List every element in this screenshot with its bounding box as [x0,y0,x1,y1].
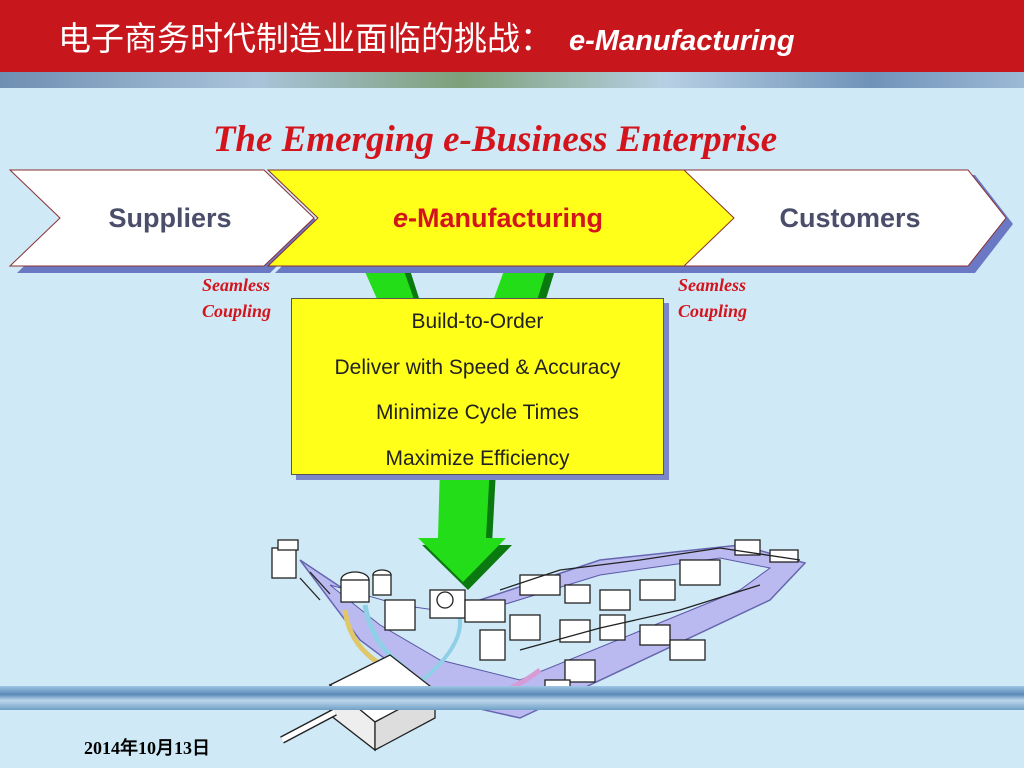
header-title-english: e-Manufacturing [569,25,795,57]
slide-date: 2014年10月13日 [84,738,210,758]
main-title: The Emerging e-Business Enterprise [212,119,778,160]
manufacturing-goals-box: Build-to-Order Deliver with Speed & Accu… [291,298,664,475]
suppliers-label: Suppliers [108,203,232,233]
suppliers-chevron [8,169,315,267]
header-title-chinese: 电子商务时代制造业面临的挑战： [58,19,553,58]
seamless-coupling-right: Seamless Coupling [678,272,747,324]
e-prefix: e [392,203,409,233]
goal-item: Minimize Cycle Times [375,401,580,424]
customers-label: Customers [779,203,921,233]
coupling-right-line1: Seamless [678,275,747,295]
customers-chevron [682,169,1007,267]
header-decorative-strip [0,72,1024,88]
coupling-right-line2: Coupling [678,301,748,321]
coupling-left-line2: Coupling [202,301,272,321]
header-bar [0,0,1024,72]
footer-decorative-strip [0,686,1024,710]
goal-item: Build-to-Order [411,310,544,333]
coupling-left-line1: Seamless [202,275,271,295]
goal-item: Maximize Efficiency [385,446,570,470]
seamless-coupling-left: Seamless Coupling [202,272,271,324]
goal-item: Deliver with Speed & Accuracy [334,355,621,379]
factory-illustration [271,539,807,752]
manufacturing-label: e-Manufacturing [318,196,678,240]
manufacturing-text: -Manufacturing [408,203,604,233]
slide-header-title: 电子商务时代制造业面临的挑战： e-Manufacturing [58,14,795,64]
